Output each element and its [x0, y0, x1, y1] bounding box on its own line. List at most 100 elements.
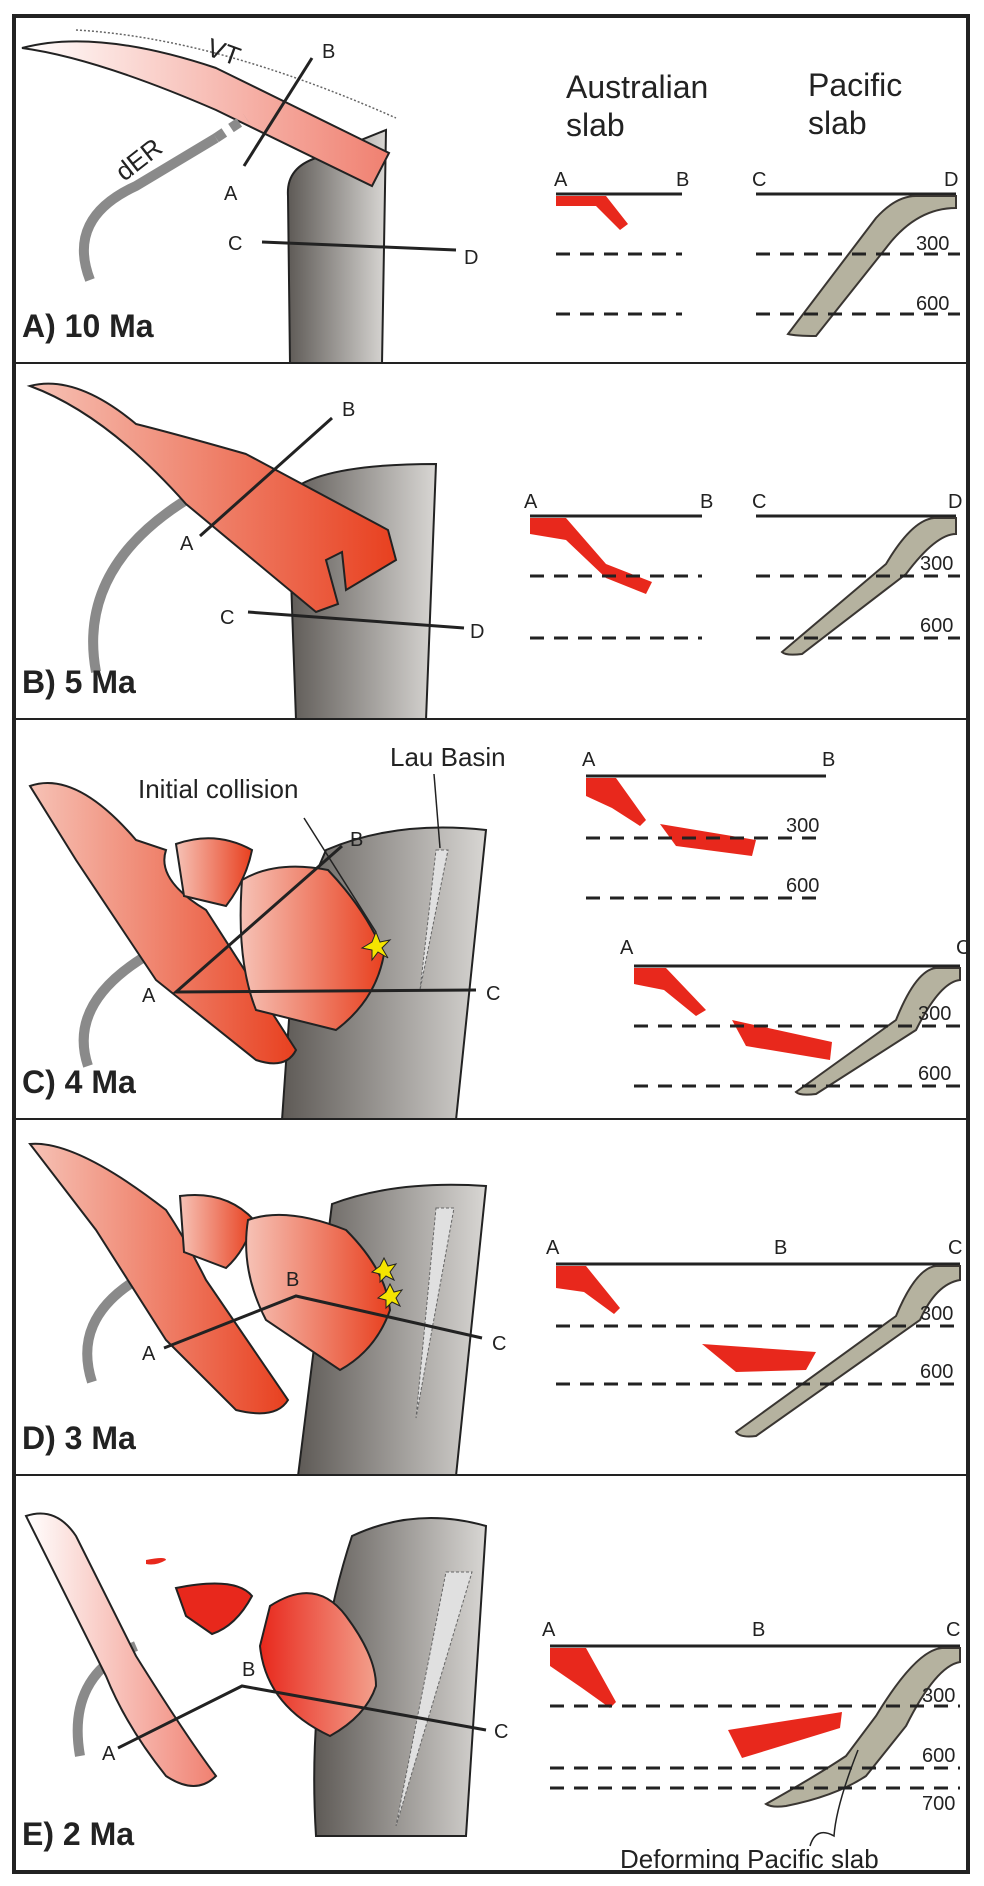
panel-a: VT dER A B C D Australian slab Pacific s… [16, 18, 966, 364]
label-b: B [286, 1269, 299, 1291]
svg-text:B: B [774, 1237, 787, 1259]
header-pacific-2: slab [808, 105, 867, 141]
section-line-abc [163, 1294, 483, 1350]
label-a: A [142, 1343, 156, 1365]
section-cd: C D 300 600 [752, 491, 962, 656]
svg-text:B: B [752, 1619, 765, 1641]
svg-text:300: 300 [920, 1303, 953, 1325]
svg-text:D: D [948, 491, 962, 513]
collision-star [376, 1282, 404, 1310]
svg-text:C: C [948, 1237, 962, 1259]
vt-dotted-line [75, 29, 397, 119]
label-a: A [142, 985, 156, 1007]
svg-text:600: 600 [920, 615, 953, 637]
tonga-arc [28, 782, 298, 1065]
block-large [245, 1213, 392, 1372]
der-ridge [78, 945, 159, 1068]
label-d: D [470, 621, 484, 643]
annotation-deforming-pacific-slab: Deforming Pacific slab [620, 1844, 879, 1870]
lau-basin [395, 1571, 473, 1827]
block-small [174, 1582, 254, 1636]
der-ridge-dashed [213, 113, 249, 143]
header-australian: Australian [566, 69, 708, 105]
svg-text:C: C [752, 491, 766, 513]
annotation-lau-basin: Lau Basin [390, 742, 506, 772]
svg-text:300: 300 [922, 1685, 955, 1707]
lau-basin [419, 849, 449, 991]
svg-text:300: 300 [916, 233, 949, 255]
label-c: C [486, 983, 500, 1005]
deforming-slab-arrow [809, 1749, 859, 1847]
tonga-arc [24, 1512, 218, 1787]
lau-basin-arrow [433, 773, 441, 849]
der-ridge [78, 133, 219, 282]
svg-text:A: A [546, 1237, 560, 1259]
svg-text:600: 600 [916, 293, 949, 315]
svg-text:700: 700 [922, 1793, 955, 1815]
label-c: C [220, 607, 234, 629]
svg-text:300: 300 [918, 1003, 951, 1025]
section-line-ab [199, 416, 333, 538]
block-fragment [146, 1558, 166, 1565]
label-b: B [342, 399, 355, 421]
panel-d: A B C A B C 300 600 D) 3 Ma [16, 1120, 966, 1476]
label-b: B [350, 829, 363, 851]
section-line-ab [242, 57, 314, 167]
block-small [174, 837, 254, 908]
svg-text:B: B [822, 749, 835, 771]
section-line-abc [171, 844, 477, 994]
block-large [258, 1592, 378, 1738]
svg-text:C: C [752, 169, 766, 191]
svg-text:A: A [524, 491, 538, 513]
label-c: C [228, 233, 242, 255]
svg-text:A: A [542, 1619, 556, 1641]
label-der: dER [110, 132, 168, 187]
label-c: C [494, 1721, 508, 1743]
svg-text:D: D [944, 169, 958, 191]
section-ac: A C 300 600 [620, 937, 966, 1096]
tonga-arc-sliver [21, 40, 391, 188]
section-line-abc [117, 1684, 487, 1750]
panel-b-label: B) 5 Ma [22, 664, 136, 700]
svg-text:B: B [700, 491, 713, 513]
svg-text:A: A [582, 749, 596, 771]
section-cd: C D 300 600 [752, 169, 960, 338]
annotation-initial-collision: Initial collision [138, 774, 298, 804]
label-b: B [242, 1659, 255, 1681]
panel-c-drawing: Initial collision Lau Basin A B C A B 300… [28, 742, 966, 1118]
svg-text:300: 300 [920, 553, 953, 575]
svg-text:C: C [956, 937, 966, 959]
label-d: D [464, 247, 478, 269]
label-a: A [180, 533, 194, 555]
label-b: B [322, 41, 335, 63]
panel-d-drawing: A B C A B C 300 600 [28, 1142, 962, 1474]
svg-text:600: 600 [786, 875, 819, 897]
svg-text:A: A [554, 169, 568, 191]
label-a: A [102, 1743, 116, 1765]
collision-star [370, 1256, 398, 1284]
panel-c-label: C) 4 Ma [22, 1064, 136, 1100]
panel-d-label: D) 3 Ma [22, 1420, 136, 1456]
panel-a-label: A) 10 Ma [22, 308, 154, 344]
der-ridge [82, 1275, 139, 1384]
header-pacific: Pacific [808, 67, 902, 103]
label-c: C [492, 1333, 506, 1355]
panel-e-label: E) 2 Ma [22, 1816, 135, 1852]
section-line-cd [247, 610, 465, 630]
tonga-arc [26, 382, 398, 614]
label-a: A [224, 183, 238, 205]
section-line-cd [261, 240, 457, 252]
panel-c: Initial collision Lau Basin A B C A B 300… [16, 720, 966, 1120]
svg-text:600: 600 [918, 1063, 951, 1085]
panel-a-drawing: VT dER A B C D Australian slab Pacific s… [21, 29, 960, 362]
svg-text:600: 600 [920, 1361, 953, 1383]
initial-collision-arrow [303, 817, 377, 933]
svg-text:A: A [620, 937, 634, 959]
